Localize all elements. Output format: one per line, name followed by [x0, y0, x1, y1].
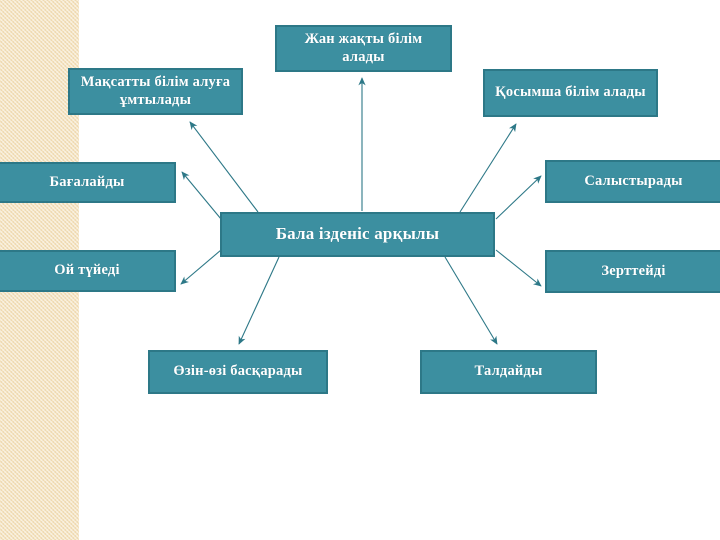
node-qosymsha[interactable]: Қосымша білім алады — [483, 69, 658, 117]
arrow-to-maqsatty — [189, 121, 259, 213]
arrow-to-ozin-ozi — [238, 256, 280, 345]
arrow-to-qosymsha — [459, 123, 517, 213]
node-salystyrady[interactable]: Салыстырады — [545, 160, 720, 203]
node-oi-tuiedi-label: Ой түйеді — [54, 262, 120, 279]
arrow-to-zerttejdi — [495, 249, 542, 287]
node-qosymsha-label: Қосымша білім алады — [495, 84, 646, 101]
node-zerttejdi-label: Зерттейді — [601, 262, 666, 279]
center-node-label: Бала ізденіс арқылы — [275, 224, 440, 244]
node-taldaidy-label: Талдайды — [474, 363, 543, 380]
arrow-to-oi-tuiedi — [180, 249, 222, 285]
arrow-to-bagalaidy — [181, 171, 222, 220]
node-ozin-ozi-label: Өзін-өзі басқарады — [173, 363, 303, 380]
node-salystyrady-label: Салыстырады — [584, 172, 683, 189]
node-zhan-zhaqty-label: Жан жақты білім алады — [304, 31, 423, 65]
node-zerttejdi[interactable]: Зерттейді — [545, 250, 720, 293]
center-node[interactable]: Бала ізденіс арқылы — [220, 212, 495, 257]
node-bagalaidy[interactable]: Бағалайды — [0, 162, 176, 203]
node-oi-tuiedi[interactable]: Ой түйеді — [0, 250, 176, 292]
arrow-to-salystyrady — [495, 175, 542, 220]
node-zhan-zhaqty[interactable]: Жан жақты білім алады — [275, 25, 452, 72]
node-maqsatty-label: Мақсатты білім алуға ұмтылады — [80, 74, 231, 108]
node-taldaidy[interactable]: Талдайды — [420, 350, 597, 394]
node-ozin-ozi[interactable]: Өзін-өзі басқарады — [148, 350, 328, 394]
node-maqsatty[interactable]: Мақсатты білім алуға ұмтылады — [68, 68, 243, 115]
arrow-to-taldaidy — [444, 256, 498, 345]
node-bagalaidy-label: Бағалайды — [49, 173, 125, 190]
